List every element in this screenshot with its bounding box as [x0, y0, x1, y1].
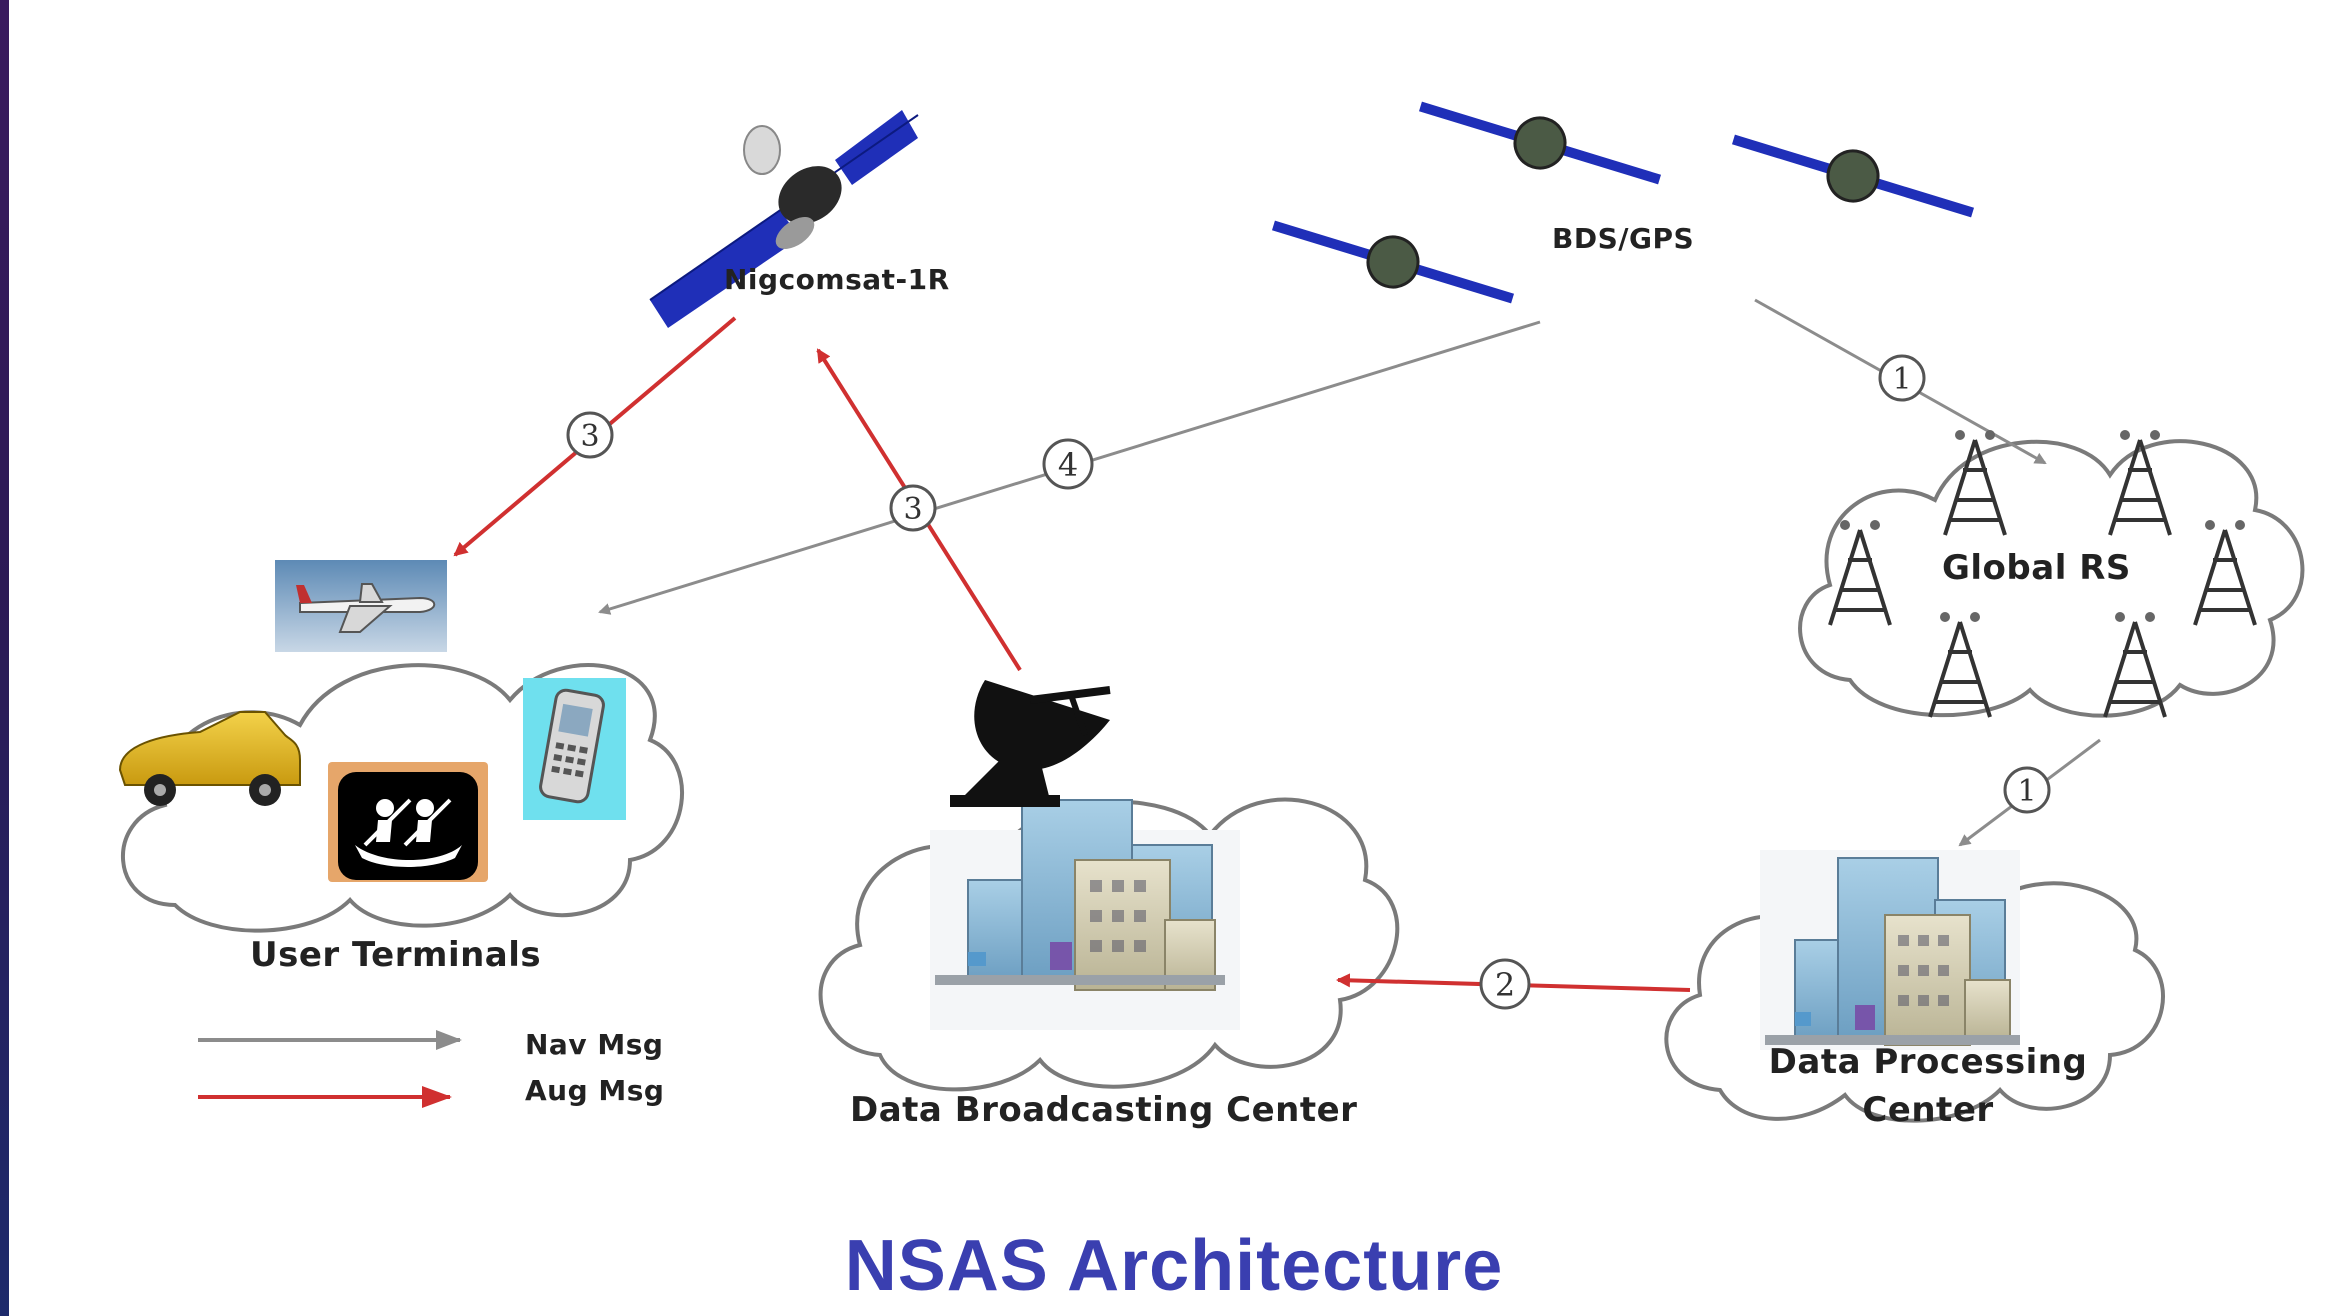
radio-tower-icon-1	[1943, 430, 2007, 536]
step-marker-4: 4	[1042, 438, 1094, 490]
radio-tower-icon-5	[1928, 612, 1992, 718]
label-nigcomsat: Nigcomsat-1R	[724, 263, 950, 296]
label-global-rs: Global RS	[1942, 548, 2131, 588]
step-marker-3-down-label: 3	[580, 419, 599, 454]
car-icon	[118, 711, 301, 806]
page-title: NSAS Architecture	[844, 1226, 1504, 1306]
label-data-processing-line1: Data Processing	[1768, 1042, 2088, 1082]
step-marker-4-label: 4	[1058, 446, 1078, 484]
step-marker-1-lower: 1	[2003, 766, 2051, 814]
step-marker-1-upper: 1	[1878, 354, 1926, 402]
mobile-phone-icon	[523, 678, 626, 820]
step-marker-3-down: 3	[566, 411, 614, 459]
radio-tower-icon-6	[2103, 612, 2167, 718]
step-marker-2-label: 2	[1495, 966, 1515, 1004]
radio-tower-icon-4	[2193, 520, 2257, 626]
gps-satellite-icon-1	[1419, 101, 1661, 185]
step-marker-2: 2	[1479, 958, 1531, 1010]
data-broadcasting-building-icon	[930, 799, 1240, 1030]
step-marker-3-up: 3	[889, 484, 937, 532]
step-marker-1-lower-label: 1	[2017, 774, 2036, 809]
cloud-global-rs	[1798, 439, 2305, 718]
legend-nav-label: Nav Msg	[525, 1028, 664, 1061]
label-data-processing-line2: Center	[1862, 1090, 1994, 1130]
radio-tower-icon-3	[1828, 520, 1892, 626]
gps-satellite-icon-2	[1732, 134, 1974, 218]
radio-tower-icon-2	[2108, 430, 2172, 536]
label-data-broadcasting: Data Broadcasting Center	[850, 1090, 1358, 1130]
label-user-terminals: User Terminals	[250, 935, 542, 975]
nigcomsat-satellite-icon	[649, 110, 919, 328]
step-marker-3-up-label: 3	[903, 492, 922, 527]
legend-aug-label: Aug Msg	[525, 1074, 665, 1107]
satellite-dish-icon	[950, 680, 1111, 807]
slide-edge-strip	[0, 0, 9, 1316]
data-processing-building-icon	[1760, 850, 2020, 1050]
boat-sign-icon	[328, 762, 488, 882]
step-marker-1-upper-label: 1	[1892, 362, 1911, 397]
airplane-icon	[275, 560, 447, 652]
label-bds-gps: BDS/GPS	[1552, 222, 1695, 255]
gps-satellite-icon-3	[1272, 220, 1514, 304]
